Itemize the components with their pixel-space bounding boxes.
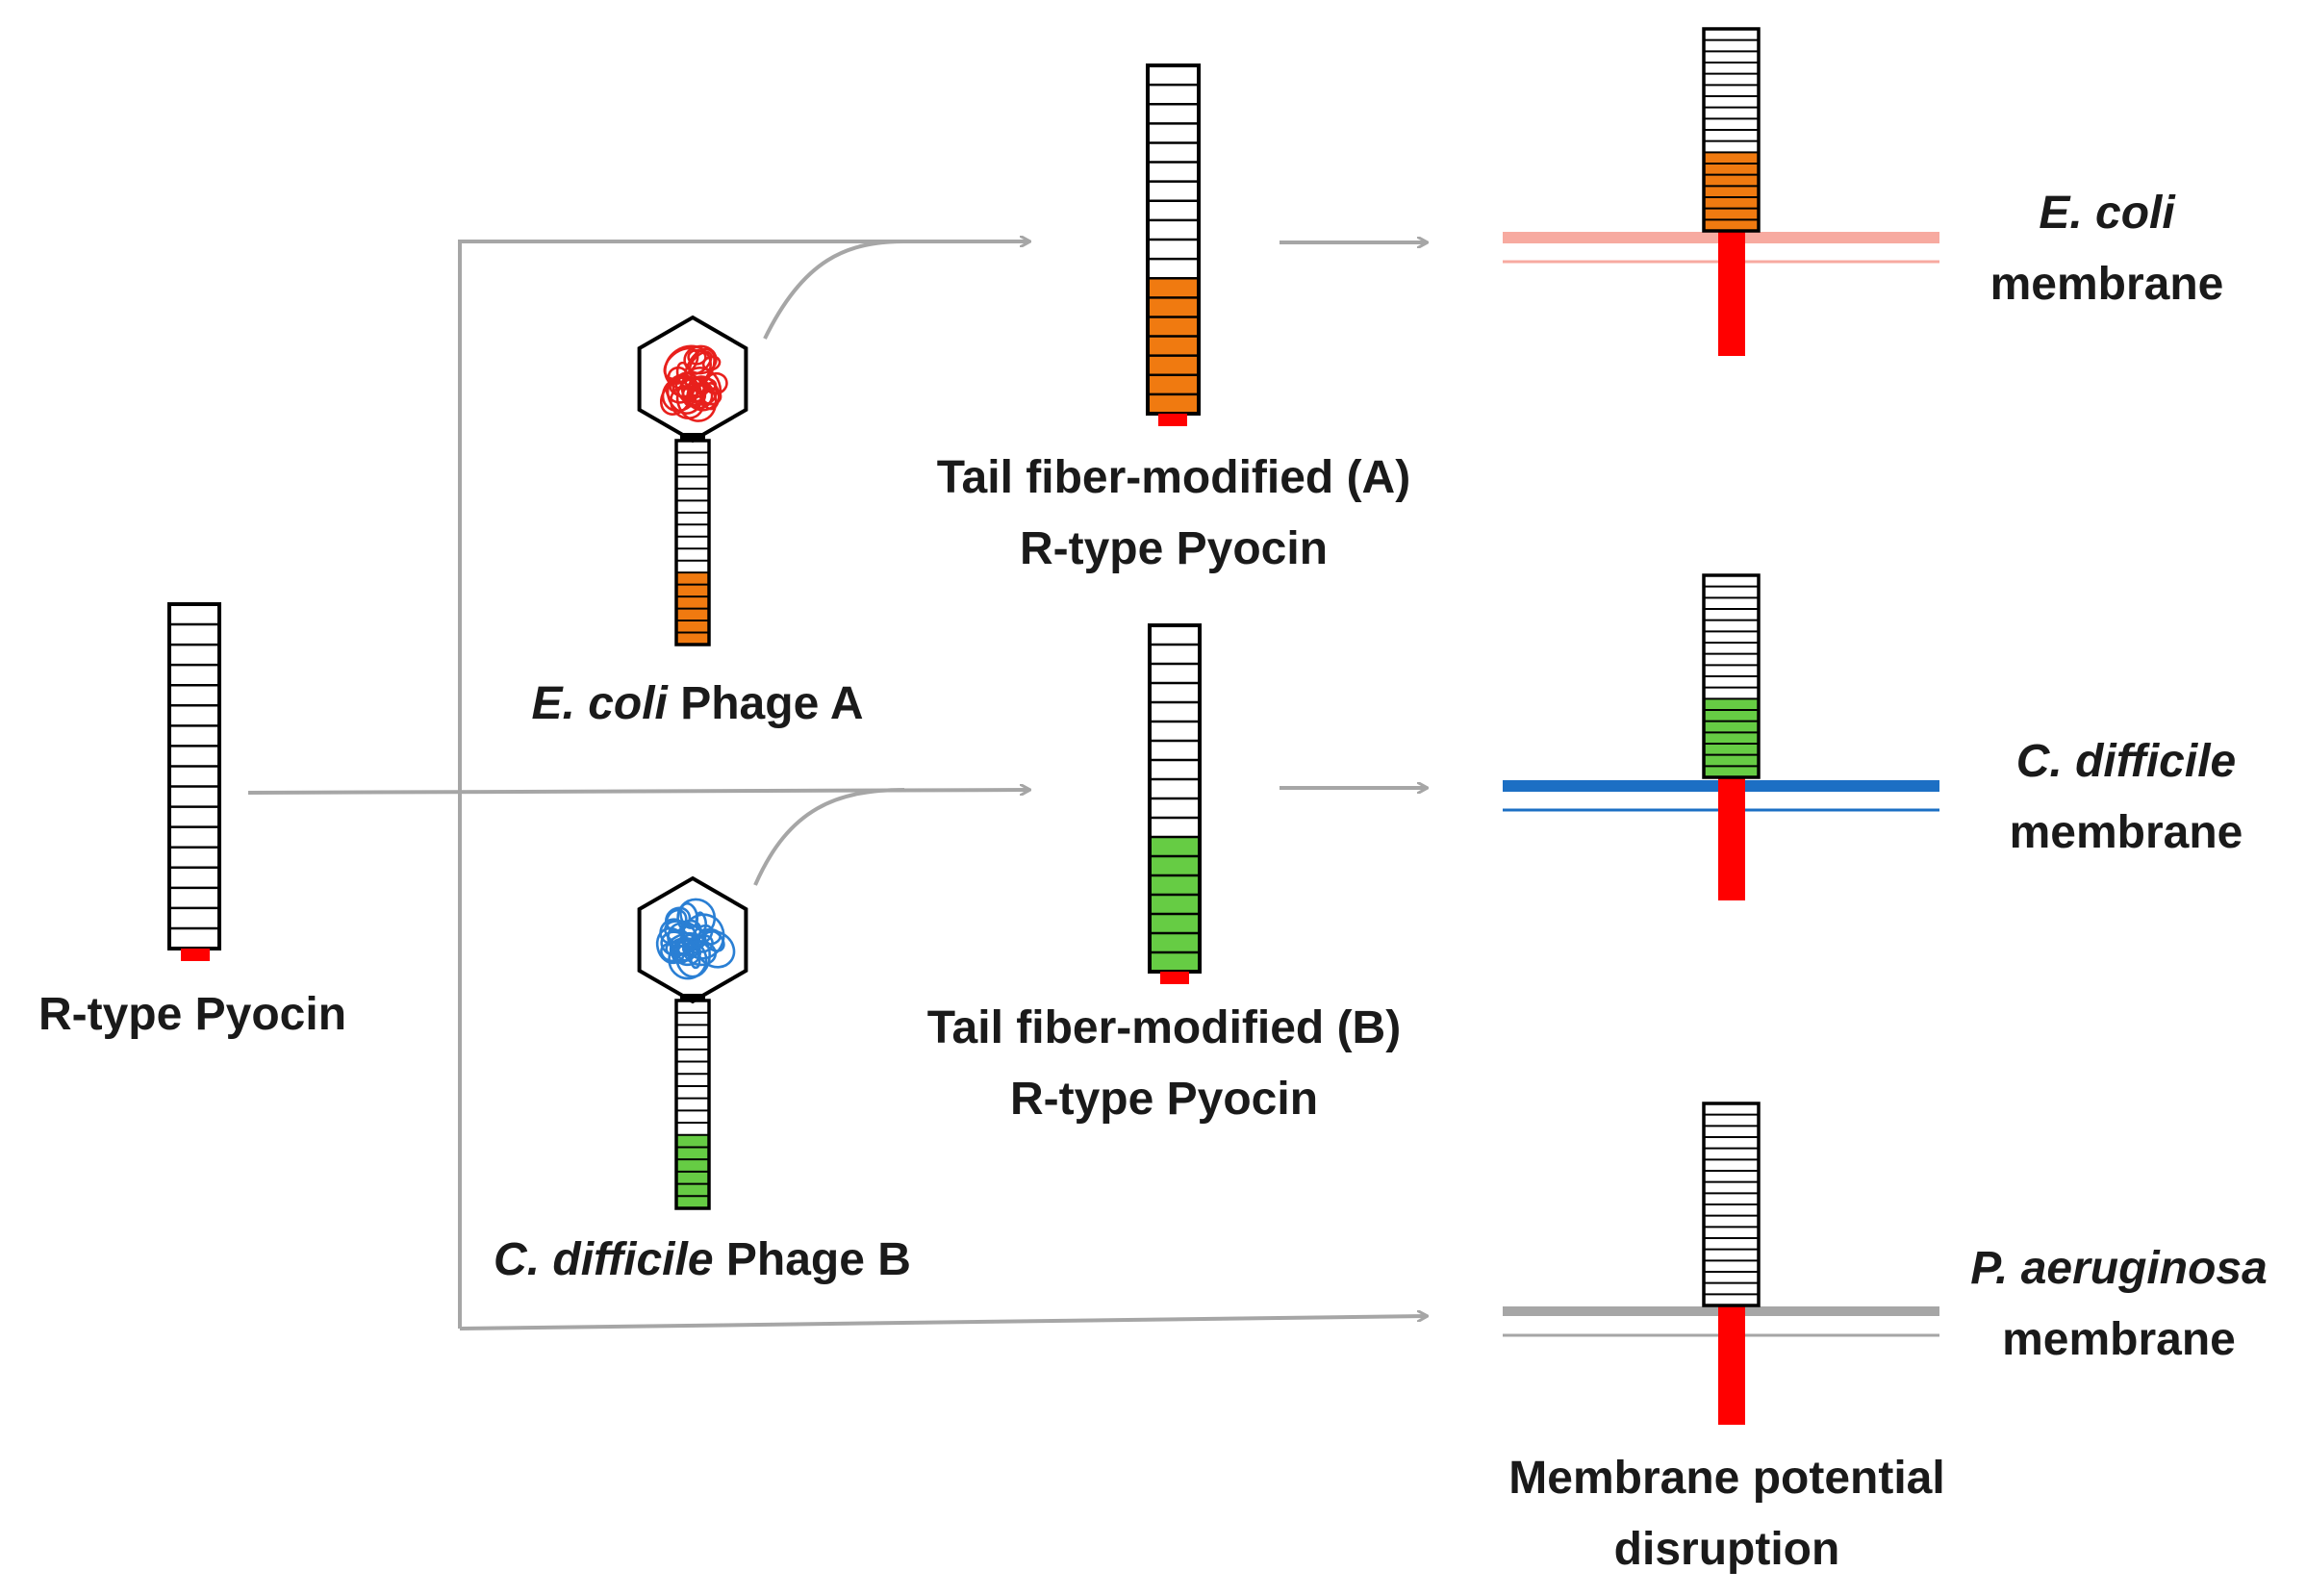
phage-a-tail [674,439,711,646]
phage-b-dna-strand [683,939,718,967]
ecoli-membrane-label: E. coli membrane [1924,178,2290,320]
cdiff-inserted-pyocin-outline [1702,573,1761,779]
phage-a-dna-strand [659,380,693,416]
modified-a-label: Tail fiber-modified (A) R-type Pyocin [866,443,1482,585]
phage-a [637,315,748,646]
arrow-phage-a-to-modified-a [763,240,905,340]
source-pyocin-label: R-type Pyocin [10,979,375,1051]
phage-a-dna [659,344,728,422]
cdiff-inserted-pyocin-fiber [1704,698,1759,777]
phage-a-dna-strand [666,373,703,415]
phage-b [637,875,748,1210]
cdiff-inserted-pyocin [1702,573,1761,779]
ecoli-inserted-pyocin-outline [1702,27,1761,233]
ecoli-membrane-line1: E. coli [1924,178,2290,249]
cdiff-membrane-line1: C. difficile [1943,726,2306,798]
phage-b-dna-strand [680,913,725,960]
phage-b-tail [674,999,711,1210]
paer-inserted-pyocin-outline [1702,1102,1761,1307]
cdiff-membrane-species: C. difficile [2015,736,2237,787]
paer-membrane-line1: P. aeruginosa [1934,1233,2304,1305]
modified-pyocin-a [1146,63,1201,416]
phage-a-dna-strand [675,377,718,422]
phage-b-species: C. difficile [494,1234,714,1285]
arrow-phage-b-to-modified-b [753,788,905,886]
phage-b-label: C. difficile Phage B [452,1225,952,1296]
phage-a-collar [680,433,705,441]
arrow-to-paeruginosa-membrane [459,1316,1427,1330]
phage-a-name: Phage A [667,678,864,729]
modified-a-line1: Tail fiber-modified (A) [936,452,1411,503]
phage-a-label-line: E. coli Phage A [481,669,914,740]
source-pyocin-tip [181,949,210,961]
phages [637,315,748,1210]
modified-pyocin-b-tip [1160,972,1189,984]
phage-b-dna-strand [665,931,700,957]
outcome-line2: disruption [1613,1524,1840,1575]
source-pyocin-label-text: R-type Pyocin [38,989,347,1040]
paer-membrane-line2: membrane [2002,1314,2236,1365]
arrow-to-modified-b [247,790,1029,793]
phage-b-dna-strand [700,928,725,952]
phage-a-dna-strand [687,348,707,366]
ecoli-inserted-core [1718,231,1745,356]
phage-b-label-line: C. difficile Phage B [452,1225,952,1296]
phage-a-dna-strand [680,367,722,412]
modified-b-line1: Tail fiber-modified (B) [926,1002,1402,1053]
modified-pyocin-a-fiber [1148,278,1199,414]
source-pyocin [167,602,221,950]
modified-b-line2: R-type Pyocin [1009,1074,1319,1125]
phage-b-dna [655,898,736,980]
pyocins [167,27,1761,1425]
cdiff-membrane-label: C. difficile membrane [1943,726,2306,869]
ecoli-membrane-species: E. coli [2039,188,2175,239]
phage-b-dna-strand [679,901,699,929]
paer-membrane-species: P. aeruginosa [1970,1243,2268,1294]
paer-inserted-core [1718,1305,1745,1425]
modified-pyocin-b-fiber [1150,837,1200,972]
phage-b-dna-strand [655,926,688,965]
phage-a-label: E. coli Phage A [481,669,914,740]
outcome-label: Membrane potential disruption [1443,1443,2011,1585]
cdiff-membrane-line2: membrane [2009,807,2243,858]
outcome-line1: Membrane potential [1508,1453,1945,1504]
modified-pyocin-a-tip [1158,414,1187,426]
phage-b-collar [680,994,705,1001]
phage-a-species: E. coli [531,678,668,729]
cdiff-inserted-core [1718,777,1745,900]
modified-pyocin-b [1148,623,1202,974]
paer-inserted-pyocin [1702,1102,1761,1307]
modified-a-line2: R-type Pyocin [1019,523,1329,574]
modified-b-label: Tail fiber-modified (B) R-type Pyocin [856,993,1472,1135]
flow-arrows [247,240,1427,1330]
paer-membrane-label: P. aeruginosa membrane [1934,1233,2304,1376]
ecoli-inserted-pyocin [1702,27,1761,233]
ecoli-membrane-line2: membrane [1989,259,2224,310]
arrow-to-modified-a [458,241,1029,1329]
source-pyocin-outline [167,602,221,950]
ecoli-inserted-pyocin-fiber [1704,152,1759,231]
phage-b-name: Phage B [713,1234,911,1285]
